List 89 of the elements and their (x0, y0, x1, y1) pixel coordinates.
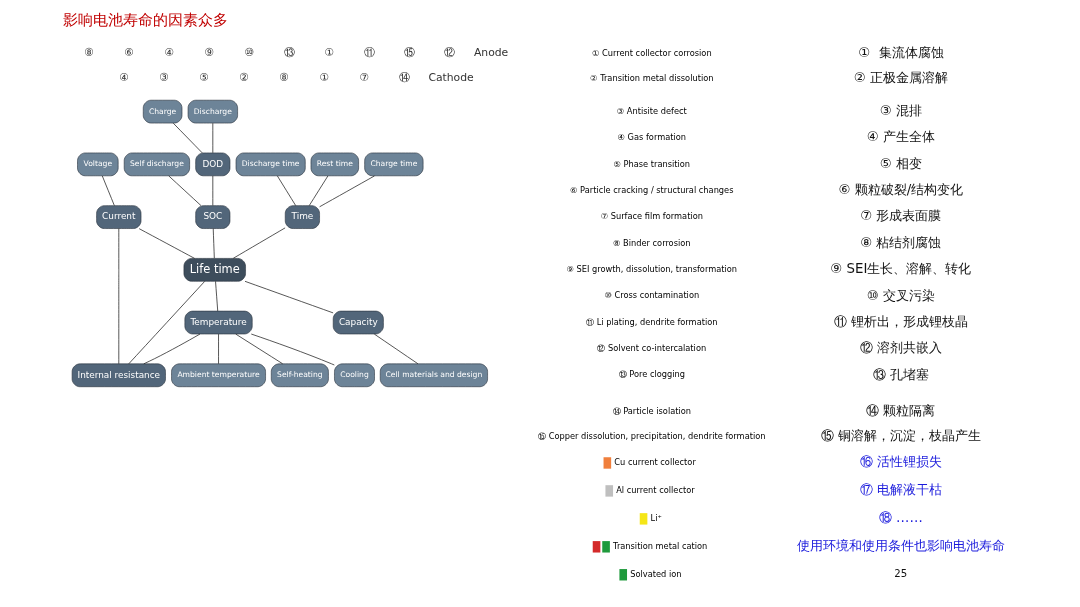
label: ⑩ (244, 46, 254, 60)
label: ② 正极金属溶解 (853, 69, 948, 85)
connector (138, 228, 195, 259)
label: 使用环境和使用条件也影响电池寿命 (796, 538, 1005, 554)
connector (101, 175, 115, 206)
connector (235, 333, 283, 365)
label: ⑬ (283, 46, 295, 60)
label: ① (319, 71, 329, 85)
label: ⑫ (443, 46, 455, 60)
node-box: Capacity (332, 310, 384, 335)
legend-label: Transition metal cation (613, 540, 708, 551)
node-box: DOD (195, 152, 231, 177)
label: ⑥ Particle cracking / structural changes (570, 184, 734, 195)
label: ⑫ Solvent co-intercalation (597, 343, 707, 354)
connector (128, 281, 206, 365)
diagram-title: 影响电池寿命的因素众多 (63, 11, 229, 30)
connector (212, 122, 214, 154)
connector (373, 333, 419, 365)
legend-label: Li⁺ (650, 513, 662, 524)
label: ④ Gas formation (617, 132, 687, 143)
label: ⑫ 溶剂共嵌入 (859, 340, 942, 356)
label: Cathode (428, 71, 474, 85)
label: ⑪ Li plating, dendrite formation (586, 316, 718, 327)
label: ⑥ (124, 46, 134, 60)
legend-label: Solvated ion (630, 568, 682, 579)
connector (118, 228, 120, 365)
label: ② Transition metal dissolution (590, 72, 714, 83)
label: ⑤ (199, 71, 209, 85)
legend-label: Al current collector (616, 485, 695, 496)
connector (212, 228, 215, 259)
label: ⑰ 电解液干枯 (859, 482, 942, 498)
node-box: Current (96, 205, 142, 229)
connector (250, 333, 335, 366)
label: ⑪ 锂析出，形成锂枝晶 (833, 313, 968, 329)
label: ⑧ Binder corrosion (613, 237, 691, 248)
label: ⑪ (363, 46, 375, 60)
connector (215, 281, 219, 312)
node-box: Internal resistance (71, 363, 166, 388)
connector (143, 333, 201, 365)
label: ① (324, 46, 334, 60)
label: ④ 产生全体 (866, 129, 935, 145)
label: ⑥ 颗粒破裂/结构变化 (838, 182, 964, 198)
label: ⑧ (84, 46, 94, 60)
label: ⑭ Particle isolation (612, 405, 692, 416)
label: 25 (894, 568, 908, 580)
label: ⑦ 形成表面膜 (860, 208, 942, 224)
label: ⑱ …… (878, 510, 923, 526)
label: ⑬ 孔堵塞 (872, 366, 929, 382)
label: ⑨ (204, 46, 214, 60)
label: ⑮ Copper dissolution, precipitation, dendrite formation (538, 430, 766, 441)
label: Anode (473, 46, 509, 60)
node-box: SOC (195, 205, 231, 229)
label: ⑧ (279, 71, 289, 85)
label: ⑨ SEI生长、溶解、转化 (830, 261, 972, 277)
label: ⑯ 活性锂损失 (859, 454, 942, 470)
label: ④ (164, 46, 174, 60)
connector (168, 175, 202, 206)
connector (277, 175, 297, 206)
legend-label: Cu current collector (614, 457, 696, 468)
connector (232, 227, 286, 259)
node-box: Life time (183, 258, 246, 282)
label: ③ 混排 (879, 103, 922, 119)
connector (172, 122, 203, 154)
label: ⑭ (398, 71, 410, 85)
node-box: Temperature (184, 310, 253, 335)
label: ⑤ Phase transition (613, 158, 691, 169)
label: ③ Antisite defect (616, 105, 687, 116)
label: ⑤ 相变 (879, 155, 922, 171)
label: ⑭ 颗粒隔离 (866, 403, 936, 419)
connector (212, 175, 214, 206)
label: ① Current collector corrosion (591, 47, 712, 58)
label: ② (239, 71, 249, 85)
label: ⑨ SEI growth, dissolution, transformation (566, 263, 738, 274)
label: ⑩ 交叉污染 (866, 287, 935, 303)
label: ④ (119, 71, 129, 85)
connector (308, 175, 329, 206)
label: ⑩ Cross contamination (604, 290, 700, 301)
node-box: Time (284, 205, 320, 229)
label: ⑮ (403, 46, 415, 60)
label: ⑮ 铜溶解，沉淀，枝晶产生 (820, 427, 981, 443)
connector (319, 175, 375, 208)
label: ① 集流体腐蚀 (858, 45, 944, 61)
label: ⑦ (359, 71, 369, 85)
label: ⑦ Surface film formation (600, 211, 703, 222)
connector (218, 333, 219, 365)
label: ⑬ Pore clogging (618, 369, 685, 380)
label: ③ (159, 71, 169, 85)
label: ⑧ 粘结剂腐蚀 (860, 234, 942, 250)
connector (244, 280, 334, 314)
